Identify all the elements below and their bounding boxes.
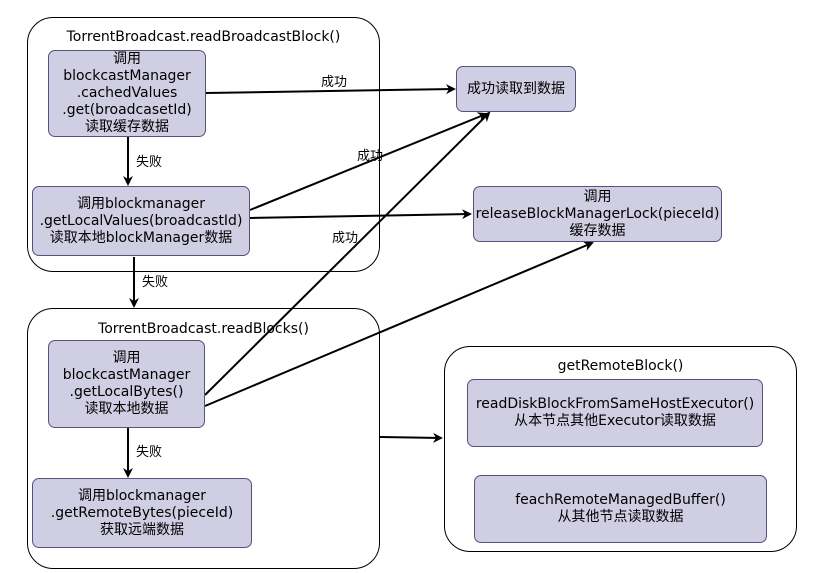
node-line: 从其他节点读取数据 [557,509,684,525]
node-release-lock: 调用 releaseBlockManagerLock(pieceId) 缓存数据 [473,186,722,242]
node-line: 调用 [583,188,612,205]
node-line: .get(broadcasetId) [62,102,192,118]
group-title: TorrentBroadcast.readBlocks() [98,321,309,337]
node-line: blockcastManager [62,367,191,383]
node-line: .getLocalBytes() [69,384,184,400]
edge-label-success: 成功 [357,149,384,164]
edge-label-fail: 失败 [136,445,163,460]
edge-label-fail: 失败 [136,155,163,170]
node-line: 调用 [112,350,141,366]
edge-label-success: 成功 [332,231,359,246]
node-cached-values: 调用 blockcastManager .cachedValues .get(b… [48,50,206,137]
node-same-host: readDiskBlockFromSameHostExecutor() 从本节点… [467,379,763,447]
edge-local-values-to-release [249,209,472,220]
node-line: 读取本地blockManager数据 [49,229,233,246]
edge-local-bytes-to-success [204,111,491,396]
node-line: releaseBlockManagerLock(pieceId) [475,205,720,222]
node-line: .cachedValues [76,85,178,101]
edge-local-bytes-to-release [204,241,594,407]
node-line: blockcastManager [63,68,191,84]
edge-label-fail: 失败 [142,275,169,290]
node-local-values: 调用blockmanager .getLocalValues(broadcast… [32,186,250,256]
node-line: 调用 [113,51,141,67]
node-line: 读取缓存数据 [85,119,169,135]
node-line: .getLocalValues(broadcastId) [39,212,243,229]
edge-local-values-to-success [249,112,488,211]
group-title: TorrentBroadcast.readBroadcastBlock() [66,29,341,45]
node-line: .getRemoteBytes(pieceId) [50,504,234,521]
node-line: feachRemoteManagedBuffer() [515,492,726,508]
node-local-bytes: 调用 blockcastManager .getLocalBytes() 读取本… [48,340,205,428]
node-remote-bytes: 调用blockmanager .getRemoteBytes(pieceId) … [32,478,252,548]
node-line: 从本节点其他Executor读取数据 [514,413,716,429]
node-line: 缓存数据 [569,222,626,239]
node-line: 获取远端数据 [100,521,184,538]
node-remote-buffer: feachRemoteManagedBuffer() 从其他节点读取数据 [474,475,767,543]
node-success: 成功读取到数据 [456,66,576,112]
edge-label-success: 成功 [321,75,348,90]
node-line: 读取本地数据 [84,401,169,417]
node-line: 调用blockmanager [76,195,206,212]
node-line: 调用blockmanager [77,487,207,504]
node-line: 成功读取到数据 [467,80,565,97]
edge-readblocks-to-remote-block [379,432,443,443]
node-line: readDiskBlockFromSameHostExecutor() [475,396,755,412]
edge-cached-to-success [205,84,456,95]
group-title: getRemoteBlock() [557,358,684,374]
